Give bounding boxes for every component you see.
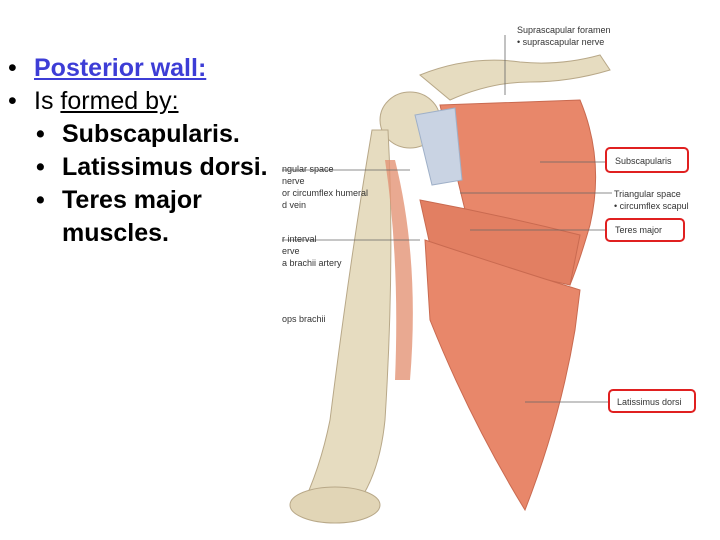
latissimus-dorsi-muscle [424, 239, 581, 512]
bullet-latissimus: • Latissimus dorsi. [36, 151, 278, 184]
label-left-circumflex: or circumflex humeral [282, 188, 368, 198]
label-subscapularis: Subscapularis [615, 156, 672, 166]
label-teres-major: Teres major [615, 225, 662, 235]
bullet-dot: • [8, 54, 17, 82]
highlight-box-latissimus [608, 389, 696, 413]
label-left-interval: r interval [282, 234, 317, 244]
label-left-brachii-artery: a brachii artery [282, 258, 342, 268]
bullet-dot: • [36, 153, 45, 181]
posterior-wall-heading[interactable]: Posterior wall: [34, 54, 207, 82]
bullet-item-text: Teres major muscles. [62, 186, 202, 247]
is-prefix: Is [34, 87, 61, 115]
label-circumflex-scapular: • circumflex scapul [614, 201, 689, 211]
label-left-nerve-2: erve [282, 246, 300, 256]
label-left-brachii: ops brachii [282, 314, 326, 324]
label-left-triangular-space: ngular space [282, 164, 334, 174]
bullet-posterior-wall: • Posterior wall: [8, 52, 278, 85]
bullet-dot: • [36, 186, 45, 214]
arm-muscle [385, 160, 413, 380]
clavicle-bone [419, 54, 611, 101]
bullet-formed-by: • Is formed by: [8, 85, 278, 118]
bullet-item-text: Latissimus dorsi. [62, 153, 268, 181]
tendon [414, 107, 463, 186]
bullet-dot: • [8, 87, 17, 115]
label-suprascapular-foramen: Suprascapular foramen [517, 25, 611, 35]
label-left-vein: d vein [282, 200, 306, 210]
label-suprascapular-nerve: • suprascapular nerve [517, 37, 604, 47]
bullet-item-text: Subscapularis. [62, 120, 240, 148]
formed-by-text: formed by: [60, 87, 179, 115]
highlight-box-teres-major [605, 218, 685, 242]
bullet-teres-major: • Teres major muscles. [36, 184, 278, 250]
elbow-bone [289, 486, 381, 524]
bullet-subscapularis: • Subscapularis. [36, 118, 278, 151]
bullet-list: • Posterior wall: • Is formed by: • Subs… [8, 52, 278, 250]
label-triangular-space: Triangular space [614, 189, 681, 199]
label-left-nerve-1: nerve [282, 176, 305, 186]
bullet-dot: • [36, 120, 45, 148]
label-latissimus-dorsi: Latissimus dorsi [617, 397, 682, 407]
highlight-box-subscapularis [605, 147, 689, 173]
shoulder-anatomy-figure: Suprascapular foramen • suprascapular ne… [282, 25, 696, 524]
